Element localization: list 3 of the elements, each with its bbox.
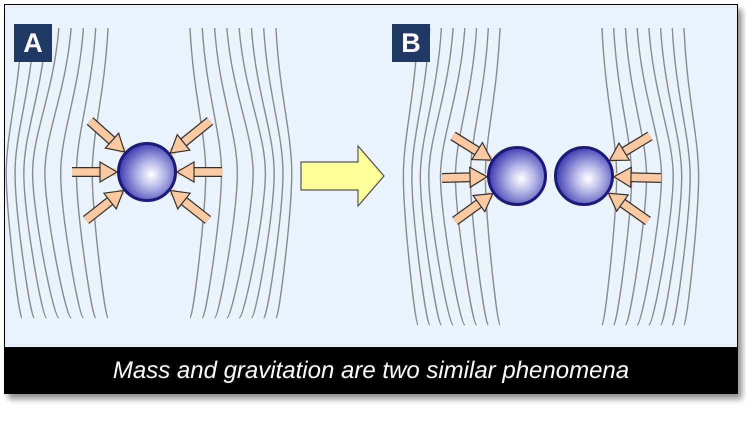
caption: Mass and gravitation are two similar phenomena <box>112 356 630 386</box>
panel-label: B <box>392 24 430 62</box>
panel-label: A <box>14 24 52 62</box>
